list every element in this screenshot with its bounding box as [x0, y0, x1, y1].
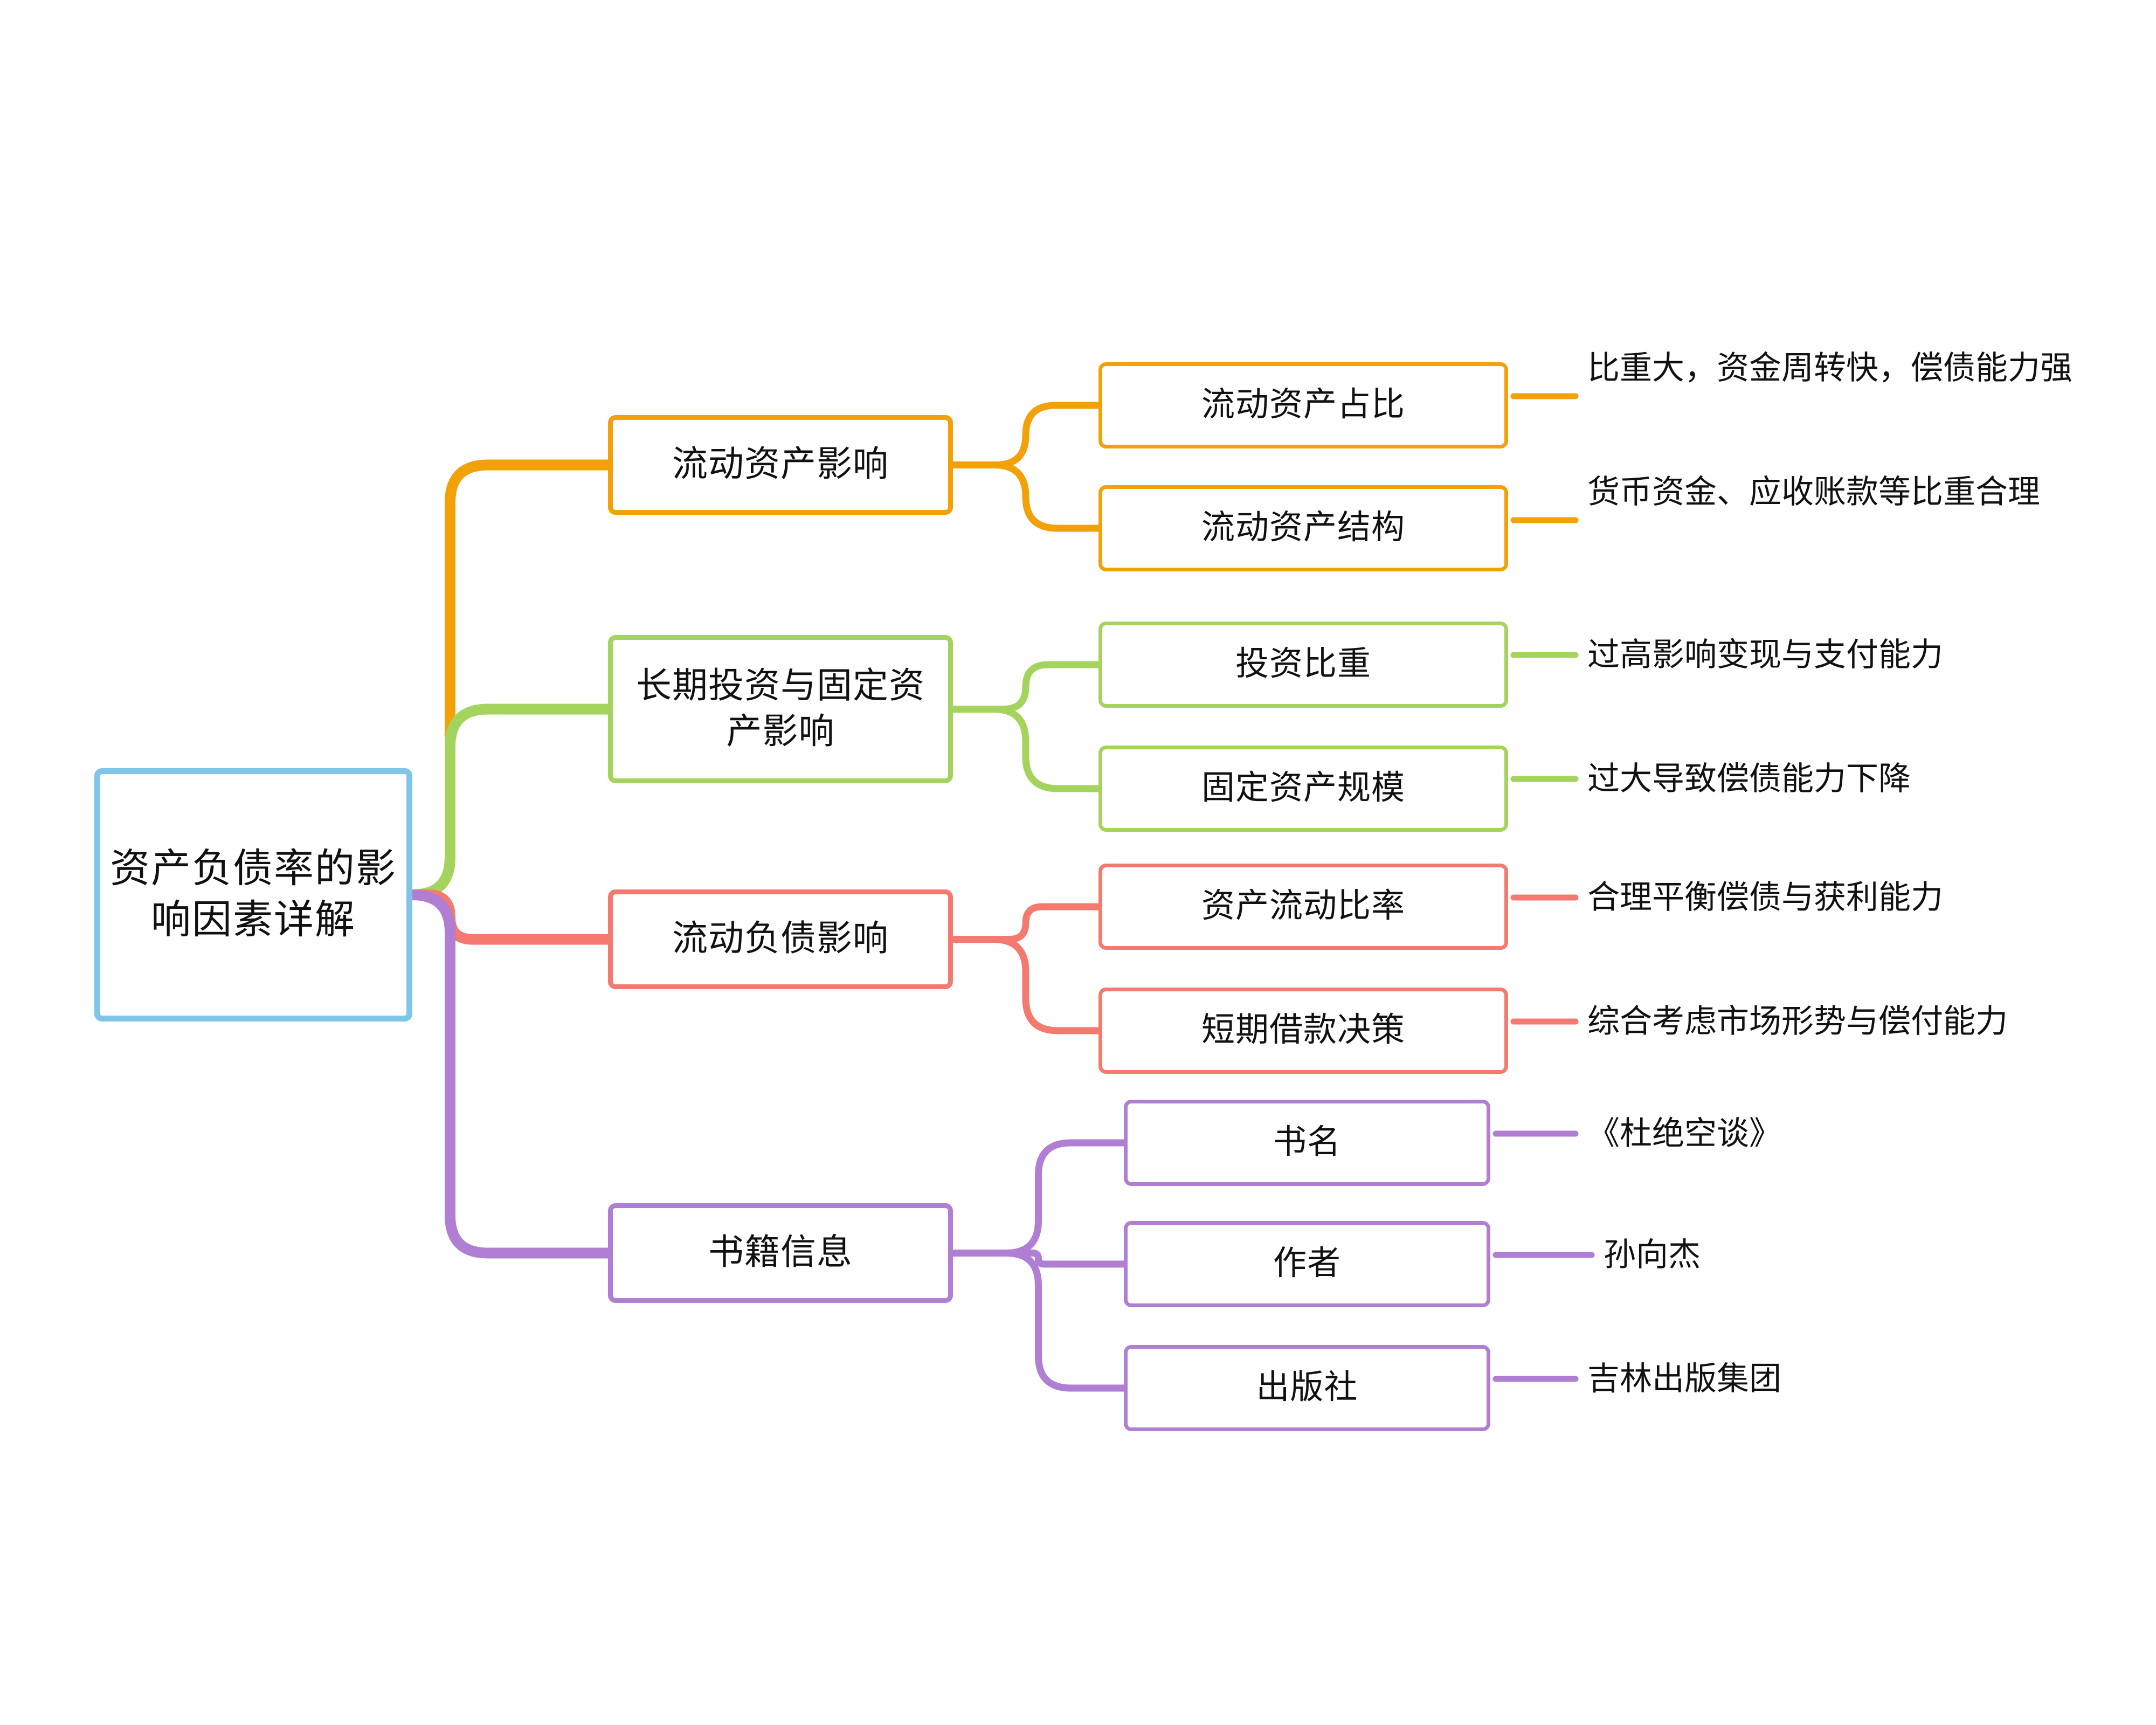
connector-root-to-branch-3	[407, 889, 613, 945]
connector-branch-4-to-sub-2	[949, 1250, 1128, 1268]
sub-node-2-2[interactable]: 固定资产规模	[1098, 746, 1508, 832]
sub-node-2-1-label: 投资比重	[1235, 646, 1371, 683]
sub-node-2-1[interactable]: 投资比重	[1098, 622, 1508, 708]
sub-node-4-3[interactable]: 出版社	[1124, 1345, 1490, 1431]
connector-branch-3-to-sub-2	[949, 936, 1102, 1034]
sub-node-4-1-label: 书名	[1273, 1124, 1341, 1161]
leaf-text-2-1-content: 过高影响变现与支付能力	[1587, 637, 1943, 673]
branch-node-2-label: 长期投资与固定资产影响	[636, 666, 925, 751]
leaf-text-4-1: 《杜绝空谈》	[1587, 1104, 2072, 1163]
leaf-text-1-2: 货币资金、应收账款等比重合理	[1587, 469, 2072, 571]
sub-node-3-1-label: 资产流动比率	[1201, 888, 1405, 925]
leaf-text-3-1-content: 合理平衡偿债与获利能力	[1587, 879, 1943, 915]
leaf-text-2-2: 过大导致偿债能力下降	[1587, 749, 2099, 809]
connector-root-to-branch-1	[407, 459, 613, 900]
sub-node-4-3-label: 出版社	[1256, 1369, 1358, 1406]
sub-node-2-2-label: 固定资产规模	[1201, 770, 1405, 807]
leaf-text-4-2-content: 孙向杰	[1604, 1237, 1701, 1273]
connector-branch-4-to-sub-3	[949, 1250, 1128, 1392]
leaf-text-3-2: 综合考虑市场形势与偿付能力	[1587, 992, 2132, 1051]
leaf-text-4-1-content: 《杜绝空谈》	[1587, 1115, 1781, 1151]
connector-root-to-branch-2	[407, 703, 613, 900]
leaf-text-2-1: 过高影响变现与支付能力	[1587, 625, 2099, 685]
root-node[interactable]: 资产负债率的影响因素详解	[94, 768, 412, 1022]
leaf-text-3-2-content: 综合考虑市场形势与偿付能力	[1587, 1003, 2008, 1039]
leaf-text-3-1: 合理平衡偿债与获利能力	[1587, 868, 2116, 927]
connector-branch-1-to-sub-1	[949, 402, 1102, 468]
branch-node-1-label: 流动资产影响	[672, 445, 889, 485]
branch-node-4-label: 书籍信息	[708, 1233, 853, 1273]
leaf-text-1-1-content: 比重大，资金周转快，偿债能力强	[1587, 350, 2072, 386]
branch-node-3[interactable]: 流动负债影响	[608, 889, 953, 989]
connector-branch-4-to-sub-1	[949, 1139, 1128, 1257]
branch-node-2[interactable]: 长期投资与固定资产影响	[608, 635, 953, 783]
connector-branch-2-to-sub-2	[949, 706, 1102, 792]
sub-node-4-2[interactable]: 作者	[1124, 1221, 1490, 1307]
sub-node-4-1[interactable]: 书名	[1124, 1100, 1490, 1186]
sub-node-1-2[interactable]: 流动资产结构	[1098, 485, 1508, 571]
sub-node-4-2-label: 作者	[1273, 1245, 1341, 1282]
sub-node-3-1[interactable]: 资产流动比率	[1098, 864, 1508, 950]
connector-branch-2-to-sub-1	[949, 661, 1102, 713]
connector-branch-1-to-sub-2	[949, 461, 1102, 532]
sub-node-1-1-label: 流动资产占比	[1201, 387, 1405, 424]
leaf-text-4-3: 吉林出版集团	[1587, 1349, 2072, 1409]
connector-branch-3-to-sub-1	[949, 903, 1102, 943]
connector-root-to-branch-4	[407, 889, 613, 1259]
branch-node-4[interactable]: 书籍信息	[608, 1203, 953, 1303]
root-node-label: 资产负债率的影响因素详解	[110, 847, 397, 942]
leaf-text-1-2-content: 货币资金、应收账款等比重合理	[1587, 474, 2040, 510]
sub-node-3-2-label: 短期借款决策	[1201, 1012, 1405, 1049]
sub-node-3-2[interactable]: 短期借款决策	[1098, 988, 1508, 1074]
leaf-text-2-2-content: 过大导致偿债能力下降	[1587, 761, 1911, 797]
branch-node-3-label: 流动负债影响	[672, 919, 889, 959]
leaf-text-4-2: 孙向杰	[1604, 1225, 2089, 1285]
branch-node-1[interactable]: 流动资产影响	[608, 415, 953, 515]
sub-node-1-2-label: 流动资产结构	[1201, 509, 1405, 547]
leaf-text-4-3-content: 吉林出版集团	[1587, 1361, 1781, 1397]
sub-node-1-1[interactable]: 流动资产占比	[1098, 362, 1508, 448]
leaf-text-1-1: 比重大，资金周转快，偿债能力强	[1587, 345, 2072, 447]
